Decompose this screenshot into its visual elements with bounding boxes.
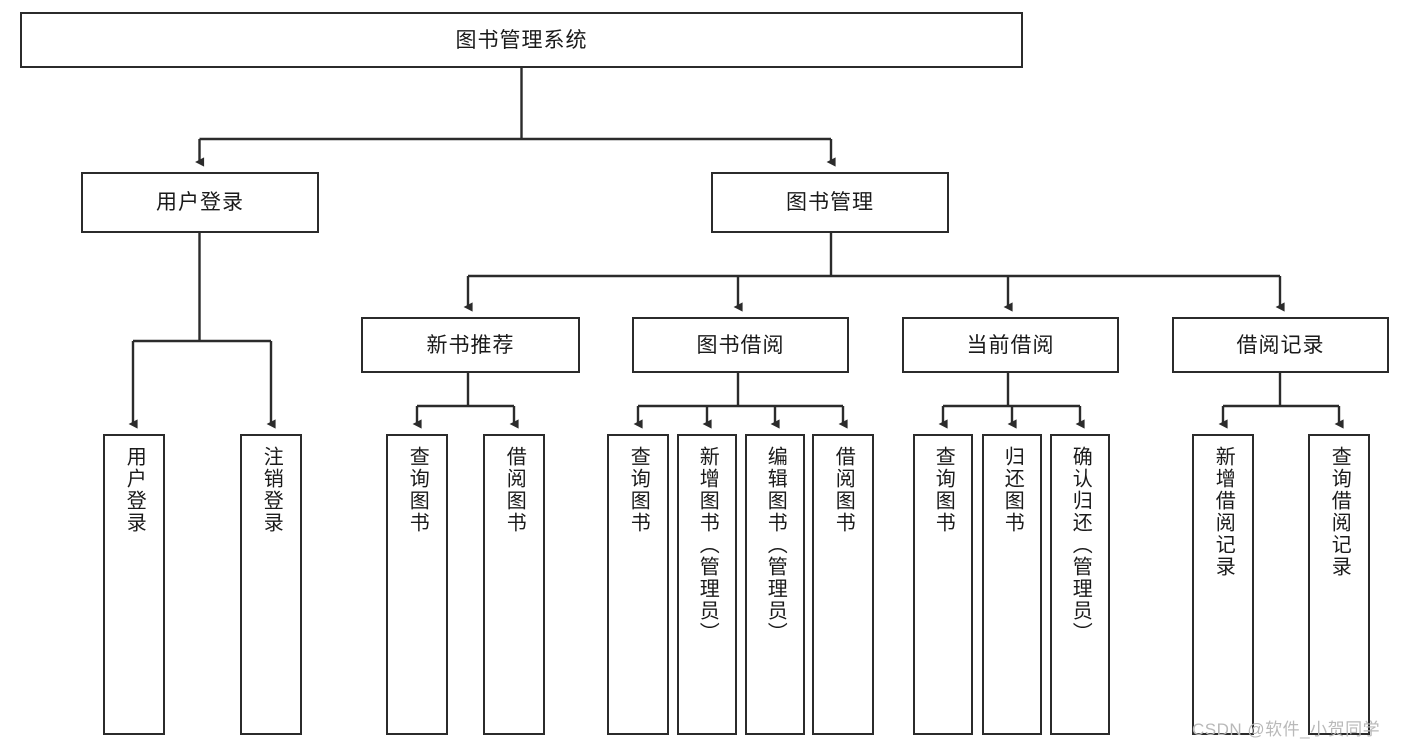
node-borrow-record[interactable]: 借阅记录 [1172, 317, 1389, 373]
leaf-user-login-label: 用户登录 [123, 446, 146, 534]
leaf-logout[interactable]: 注销登录 [240, 434, 302, 735]
node-user-login-label: 用户登录 [156, 191, 244, 214]
leaf-add-borrow-record-label: 新增借阅记录 [1212, 446, 1235, 578]
leaf-query-borrow-record[interactable]: 查询借阅记录 [1308, 434, 1370, 735]
leaf-add-book-admin-label: 新增图书（管理员） [696, 446, 719, 644]
node-current-borrow-label: 当前借阅 [966, 333, 1055, 357]
leaf-query-book-recommend-label: 查询图书 [406, 446, 429, 534]
leaf-confirm-return-admin[interactable]: 确认归还（管理员） [1050, 434, 1110, 735]
node-user-login[interactable]: 用户登录 [81, 172, 319, 233]
leaf-query-book-borrow-label: 查询图书 [627, 446, 650, 534]
leaf-logout-label: 注销登录 [260, 446, 283, 534]
node-book-management-label: 图书管理 [786, 191, 874, 214]
leaf-query-borrow-record-label: 查询借阅记录 [1328, 446, 1351, 578]
leaf-add-book-admin[interactable]: 新增图书（管理员） [677, 434, 737, 735]
node-book-management[interactable]: 图书管理 [711, 172, 949, 233]
leaf-query-book-borrow[interactable]: 查询图书 [607, 434, 669, 735]
leaf-return-book[interactable]: 归还图书 [982, 434, 1042, 735]
leaf-add-borrow-record[interactable]: 新增借阅记录 [1192, 434, 1254, 735]
leaf-confirm-return-admin-label: 确认归还（管理员） [1069, 446, 1092, 644]
node-book-borrow[interactable]: 图书借阅 [632, 317, 849, 373]
leaf-borrow-book-recommend[interactable]: 借阅图书 [483, 434, 545, 735]
node-new-book-recommend-label: 新书推荐 [426, 333, 515, 357]
leaf-user-login[interactable]: 用户登录 [103, 434, 165, 735]
leaf-borrow-book-label: 借阅图书 [832, 446, 855, 534]
csdn-watermark-text: CSDN @软件_小贺同学 [1192, 720, 1381, 739]
node-root[interactable]: 图书管理系统 [20, 12, 1023, 68]
leaf-query-book-current-label: 查询图书 [932, 446, 955, 534]
leaf-return-book-label: 归还图书 [1001, 446, 1024, 534]
leaf-edit-book-admin[interactable]: 编辑图书（管理员） [745, 434, 805, 735]
node-root-label: 图书管理系统 [455, 28, 588, 52]
node-book-borrow-label: 图书借阅 [696, 333, 785, 357]
leaf-query-book-current[interactable]: 查询图书 [913, 434, 973, 735]
leaf-borrow-book-recommend-label: 借阅图书 [503, 446, 526, 534]
node-borrow-record-label: 借阅记录 [1236, 333, 1325, 357]
leaf-query-book-recommend[interactable]: 查询图书 [386, 434, 448, 735]
node-new-book-recommend[interactable]: 新书推荐 [361, 317, 580, 373]
leaf-edit-book-admin-label: 编辑图书（管理员） [764, 446, 787, 644]
csdn-watermark: CSDN @软件_小贺同学 [1192, 715, 1380, 740]
leaf-borrow-book[interactable]: 借阅图书 [812, 434, 874, 735]
node-current-borrow[interactable]: 当前借阅 [902, 317, 1119, 373]
